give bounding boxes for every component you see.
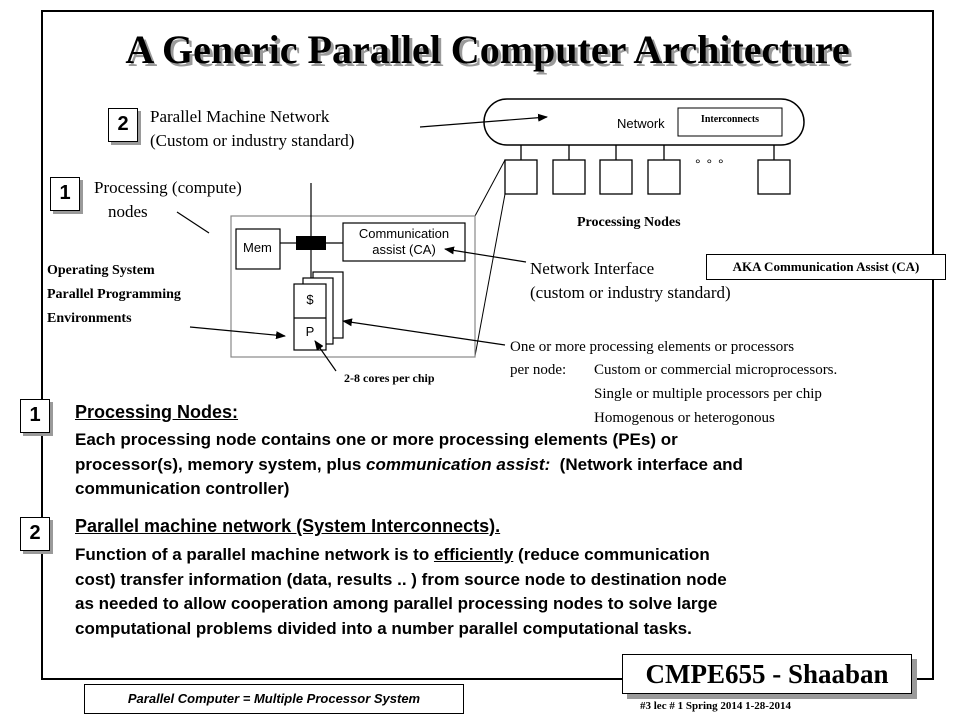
arrow-nodes	[176, 211, 210, 234]
section-2-heading: Parallel machine network (System Interco…	[75, 516, 501, 536]
pe-item-3: Homogenous or heterogonous	[594, 410, 775, 426]
mem-text: Mem	[243, 240, 272, 255]
section-2-number: 2	[20, 517, 50, 551]
arrow-ni	[444, 246, 527, 263]
nodes-label-line2: nodes	[108, 202, 148, 221]
more-nodes-ellipsis: ° ° °	[695, 156, 725, 172]
processor-box	[293, 283, 327, 351]
interconnects-text: Interconnects	[700, 114, 760, 125]
ppe-label: Parallel Programming	[47, 287, 181, 302]
section-1-heading: Processing Nodes:	[75, 402, 239, 422]
pe-item-2: Single or multiple processors per chip	[594, 386, 822, 402]
processing-nodes-label: Processing Nodes	[577, 215, 681, 230]
node-detail-outline	[230, 215, 476, 358]
ni-label-line1: Network Interface	[530, 259, 655, 278]
network-label-line1: Parallel Machine Network	[150, 107, 330, 126]
section-1-body: Each processing node contains one or mor…	[75, 430, 743, 498]
env-label: Environments	[47, 311, 132, 326]
aka-ca-box: AKA Communication Assist (CA)	[706, 254, 946, 280]
ca-text-line1: Communication	[358, 226, 450, 241]
ca-box	[342, 222, 466, 262]
arrow-pe	[342, 318, 506, 346]
cores-label: 2-8 cores per chip	[344, 371, 435, 385]
nodes-label-line1: Processing (compute)	[94, 178, 242, 197]
callout-1-box: 1	[50, 177, 80, 211]
bus-switch	[296, 236, 326, 250]
ni-label-line2: (custom or industry standard)	[530, 283, 731, 302]
interconnects-box	[677, 107, 783, 137]
processor-text: P	[305, 324, 315, 339]
node-row	[504, 145, 791, 195]
callout-2-box: 2	[108, 108, 138, 142]
pe-item-1: Custom or commercial microprocessors.	[594, 362, 838, 378]
course-badge: CMPE655 - Shaaban	[622, 654, 912, 694]
pe-intro-prefix: per node:	[510, 362, 567, 378]
cache-text: $	[306, 292, 314, 307]
ca-text-line2: assist (CA)	[372, 242, 436, 257]
section-1-number: 1	[20, 399, 50, 433]
network-text: Network	[617, 116, 665, 131]
slide-frame	[41, 10, 934, 680]
section-2-body: Function of a parallel machine network i…	[75, 545, 727, 638]
pe-intro-line1: One or more processing elements or proce…	[510, 339, 795, 355]
os-label: Operating System	[47, 263, 155, 278]
arrow-cores	[314, 340, 337, 372]
slide-title: A Generic Parallel Computer Architecture	[125, 27, 850, 72]
arrow-network	[419, 113, 548, 128]
lecture-info: #3 lec # 1 Spring 2014 1-28-2014	[640, 700, 791, 712]
equation-box: Parallel Computer = Multiple Processor S…	[84, 684, 464, 714]
mem-box	[235, 228, 281, 270]
network-label-line2: (Custom or industry standard)	[150, 131, 355, 150]
arrow-os	[189, 326, 286, 340]
